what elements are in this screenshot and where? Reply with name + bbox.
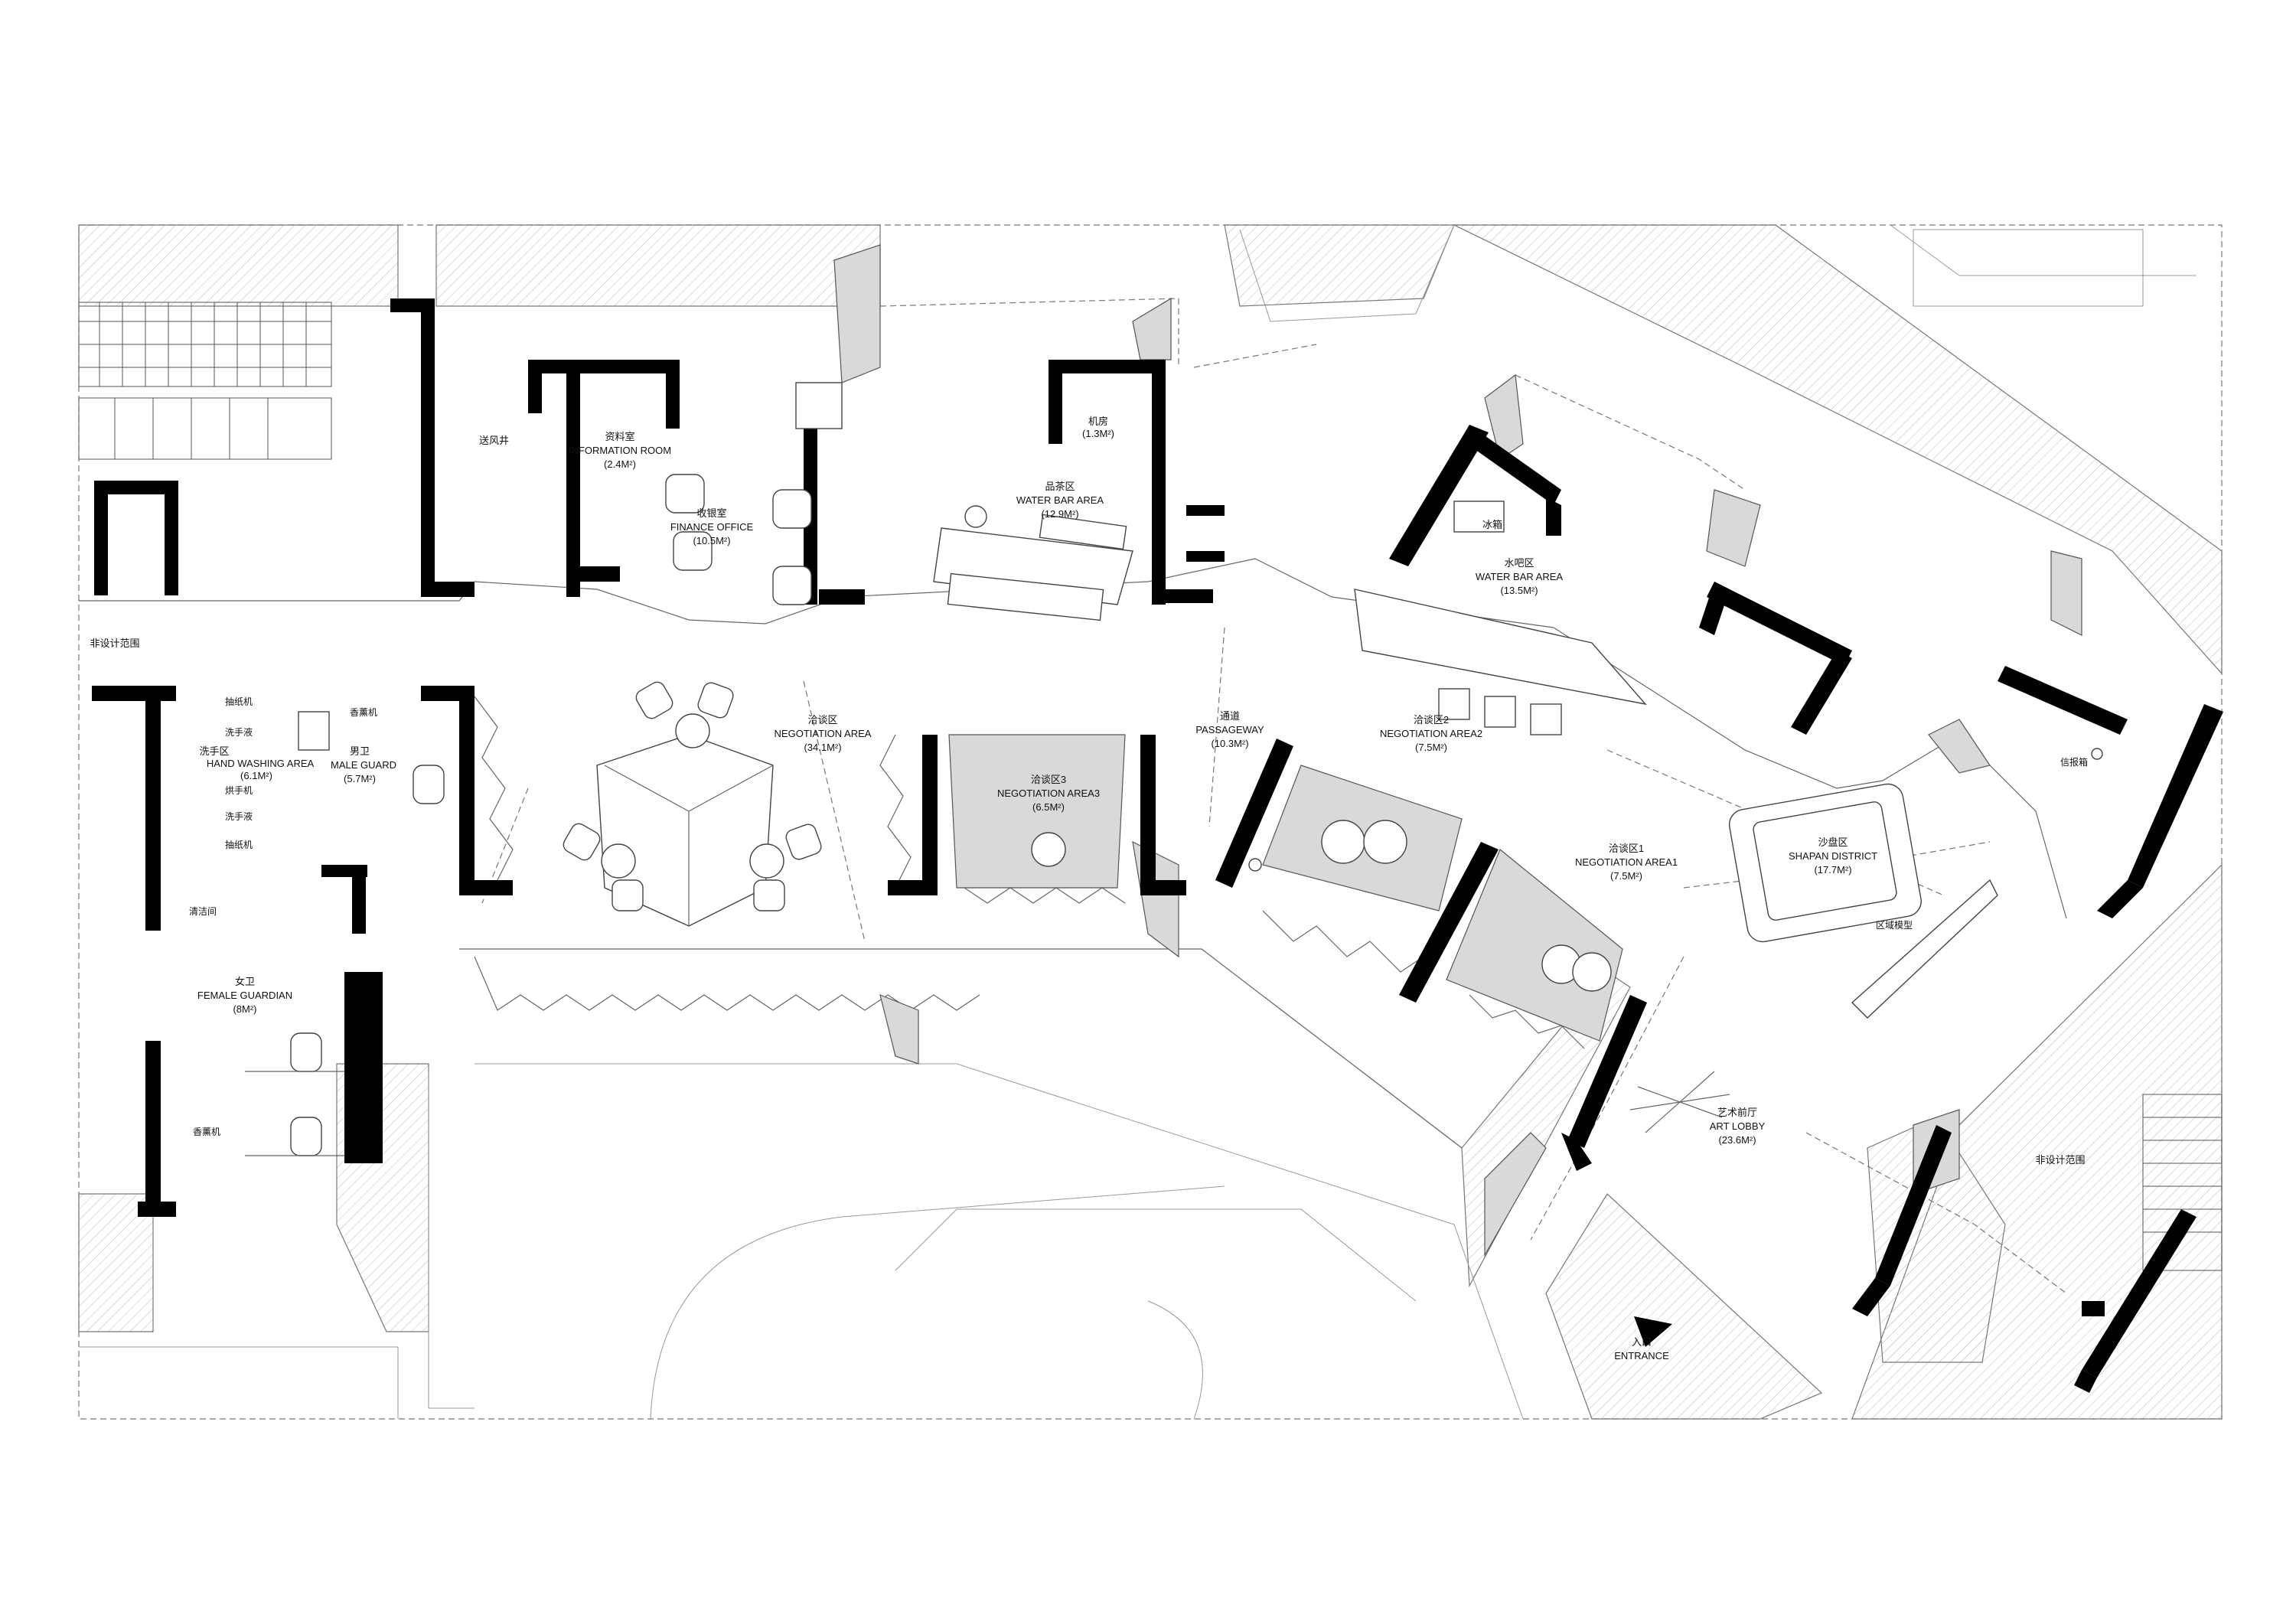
label-neg2-cn: 洽谈区2 (1414, 714, 1449, 726)
label-handwash-cn: 洗手区 (199, 745, 229, 757)
label-cleaning: 清洁间 (189, 906, 217, 917)
label-neg2-area: (7.5M²) (1415, 742, 1447, 753)
label-female-area: (8M²) (233, 1003, 256, 1015)
stairs-left (78, 302, 332, 460)
label-pass-area: (10.3M²) (1211, 738, 1248, 749)
label-machine-cn: 机房 (1088, 416, 1108, 427)
label-tissue-2: 抽纸机 (225, 840, 253, 850)
label-neg3-area: (6.5M²) (1032, 801, 1065, 813)
grey-panels (833, 244, 2082, 1257)
label-neg1-area: (7.5M²) (1610, 870, 1642, 882)
label-neg1-en: NEGOTIATION AREA1 (1575, 856, 1678, 868)
label-pass-cn: 通道 (1220, 710, 1240, 722)
design-boundary (78, 224, 2223, 1420)
label-neg3-en: NEGOTIATION AREA3 (997, 788, 1100, 799)
label-fridge: 冰箱 (1482, 519, 1502, 530)
label-female-en: FEMALE GUARDIAN (197, 990, 292, 1001)
label-tea-en: WATER BAR AREA (1016, 494, 1104, 506)
stairs-right (2142, 1094, 2223, 1271)
label-art-area: (23.6M²) (1718, 1134, 1756, 1146)
label-tea-cn: 品茶区 (1045, 481, 1075, 492)
label-pass-en: PASSAGEWAY (1195, 724, 1264, 735)
label-soap-1: 洗手液 (225, 726, 253, 738)
label-sand-area: (17.7M²) (1814, 864, 1851, 876)
label-finance-en: FINANCE OFFICE (670, 521, 754, 533)
label-neg2-en: NEGOTIATION AREA2 (1380, 728, 1482, 739)
room-labels: 送风井 资料室 INFORMATION ROOM (2.4M²) 收银室 FIN… (90, 416, 2088, 1361)
label-neg-area: (34.1M²) (804, 742, 841, 753)
label-neg1-cn: 洽谈区1 (1609, 843, 1644, 854)
label-waterbar-area: (13.5M²) (1500, 585, 1538, 596)
label-info-room-cn: 资料室 (605, 431, 634, 442)
zigzag-edges (474, 696, 1585, 1049)
label-entrance-cn: 入口 (1632, 1336, 1652, 1348)
label-entrance-en: ENTRANCE (1614, 1350, 1669, 1361)
label-sand-cn: 沙盘区 (1818, 836, 1848, 848)
label-machine-area: (1.3M²) (1082, 428, 1114, 439)
label-finance-cn: 收银室 (696, 507, 726, 519)
label-duct-shaft: 送风井 (479, 435, 509, 446)
label-non-design-right: 非设计范围 (2035, 1154, 2085, 1166)
label-female-cn: 女卫 (235, 976, 255, 987)
label-info-room-area: (2.4M²) (604, 458, 636, 470)
label-waterbar-en: WATER BAR AREA (1476, 571, 1563, 582)
furniture (245, 382, 2103, 1347)
label-aroma-2: 香薰机 (193, 1127, 220, 1137)
label-handwash-en: HAND WASHING AREA (207, 758, 315, 769)
label-aroma-1: 香薰机 (350, 707, 377, 718)
label-male-en: MALE GUARD (331, 759, 396, 771)
black-walls (92, 298, 2223, 1393)
label-mailbox: 信报箱 (2060, 756, 2088, 768)
label-non-design-left: 非设计范围 (90, 638, 139, 649)
label-sand-en: SHAPAN DISTRICT (1789, 850, 1877, 862)
label-male-area: (5.7M²) (344, 773, 376, 784)
label-tea-area: (12.9M²) (1041, 508, 1078, 520)
label-tissue-1: 抽纸机 (225, 696, 253, 707)
label-soap-2: 洗手液 (225, 810, 253, 822)
label-waterbar-cn: 水吧区 (1504, 557, 1534, 569)
label-neg-en: NEGOTIATION AREA (775, 728, 872, 739)
label-dryer: 烘手机 (225, 785, 253, 796)
label-neg-cn: 洽谈区 (807, 714, 837, 726)
label-male-cn: 男卫 (350, 745, 370, 757)
label-handwash-area: (6.1M²) (240, 770, 272, 781)
exterior-hatch (78, 224, 2223, 1420)
label-neg3-cn: 洽谈区3 (1031, 774, 1066, 785)
label-art-cn: 艺术前厅 (1717, 1107, 1757, 1118)
label-art-en: ART LOBBY (1710, 1120, 1766, 1132)
label-finance-area: (10.5M²) (693, 535, 730, 546)
label-info-room-en: INFORMATION ROOM (569, 445, 671, 456)
label-region-model: 区域模型 (1876, 920, 1913, 931)
